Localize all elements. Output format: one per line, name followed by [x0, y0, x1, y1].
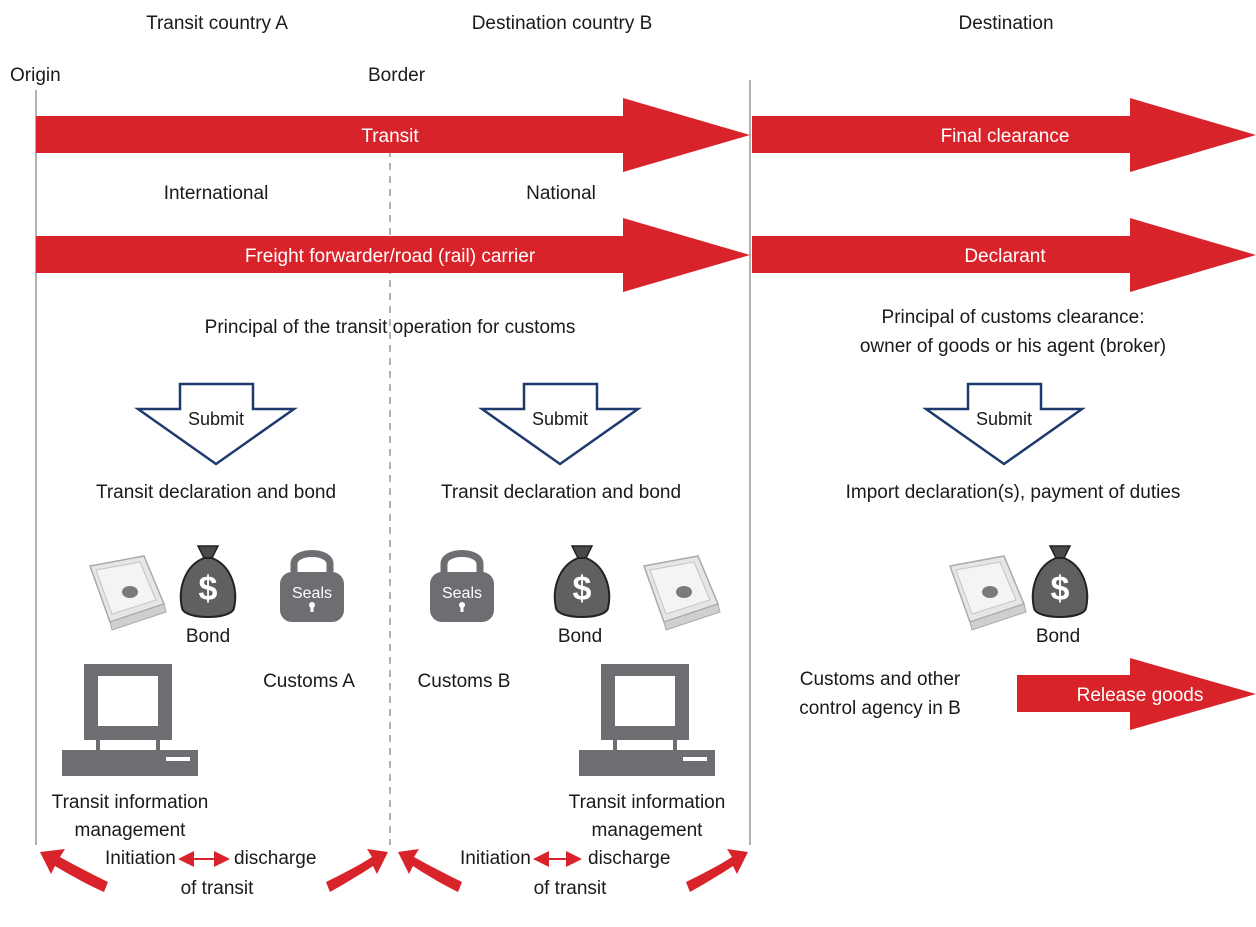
final-clearance-label: Final clearance	[941, 126, 1070, 147]
customs-dest-line2: control agency in B	[799, 698, 961, 719]
initiation-label-b: Initiation	[460, 848, 531, 869]
of-transit-label-a: of transit	[180, 878, 254, 899]
transit-declaration-b: Transit declaration and bond	[440, 482, 682, 503]
tim-b-line2: management	[591, 820, 703, 841]
declarant-label: Declarant	[964, 246, 1046, 267]
release-goods-label: Release goods	[1077, 685, 1204, 706]
international-label: International	[163, 183, 269, 204]
svg-text:$: $	[573, 570, 592, 608]
of-transit-label-b: of transit	[533, 878, 607, 899]
padlock-icon: Seals	[280, 550, 344, 622]
bond-label-dest: Bond	[1035, 626, 1081, 647]
release-goods-arrow: Release goods	[1017, 658, 1256, 730]
submit-arrow-dest: Submit	[922, 382, 1086, 466]
computer-icon	[62, 664, 198, 776]
tim-a-line2: management	[74, 820, 186, 841]
border-label: Border	[368, 65, 426, 86]
curved-arrow-icon	[686, 849, 748, 892]
money-bag-icon: $	[553, 545, 611, 618]
curved-arrow-icon	[398, 849, 462, 892]
document-icon	[948, 555, 1027, 631]
curved-arrow-icon	[326, 849, 388, 892]
padlock-icon: Seals	[430, 550, 494, 622]
transit-declaration-a: Transit declaration and bond	[95, 482, 337, 503]
initiation-label-a: Initiation	[105, 848, 176, 869]
bond-label-b: Bond	[557, 626, 603, 647]
national-label: National	[526, 183, 596, 204]
seals-label-b: Seals	[442, 585, 482, 602]
declarant-arrow: Declarant	[752, 218, 1256, 292]
header-transit-country: Transit country A	[146, 13, 288, 34]
computer-icon	[579, 664, 715, 776]
transit-arrow-label: Transit	[361, 126, 419, 147]
discharge-label-a: discharge	[234, 848, 317, 869]
submit-label-a: Submit	[188, 409, 244, 429]
customs-b-label: Customs B	[417, 671, 511, 692]
submit-arrow-b: Submit	[478, 382, 642, 466]
freight-forwarder-arrow: Freight forwarder/road (rail) carrier	[36, 218, 750, 292]
header-destination-country: Destination country B	[471, 13, 653, 34]
submit-arrow-a: Submit	[134, 382, 298, 466]
freight-forwarder-label: Freight forwarder/road (rail) carrier	[245, 246, 536, 267]
origin-label: Origin	[10, 65, 61, 86]
discharge-label-b: discharge	[588, 848, 671, 869]
svg-text:$: $	[199, 570, 218, 608]
final-clearance-arrow: Final clearance	[752, 98, 1256, 172]
header-destination: Destination	[958, 13, 1054, 34]
submit-label-b: Submit	[532, 409, 588, 429]
principal-transit-label: Principal of the transit operation for c…	[204, 317, 576, 338]
transit-arrow: Transit	[36, 98, 750, 172]
money-bag-icon: $	[1031, 545, 1089, 618]
bond-label-a: Bond	[185, 626, 231, 647]
seals-label-a: Seals	[292, 585, 332, 602]
customs-dest-line1: Customs and other	[799, 669, 961, 690]
svg-text:$: $	[1051, 570, 1070, 608]
money-bag-icon: $	[179, 545, 237, 618]
principal-clearance-line2: owner of goods or his agent (broker)	[859, 336, 1167, 357]
principal-clearance-line1: Principal of customs clearance:	[881, 307, 1145, 328]
tim-a-line1: Transit information	[51, 792, 209, 813]
tim-b-line1: Transit information	[568, 792, 726, 813]
document-icon	[88, 555, 167, 631]
curved-arrow-icon	[40, 849, 108, 892]
import-declaration: Import declaration(s), payment of duties	[845, 482, 1181, 503]
submit-label-dest: Submit	[976, 409, 1032, 429]
customs-a-label: Customs A	[263, 671, 355, 692]
document-icon	[642, 555, 721, 631]
